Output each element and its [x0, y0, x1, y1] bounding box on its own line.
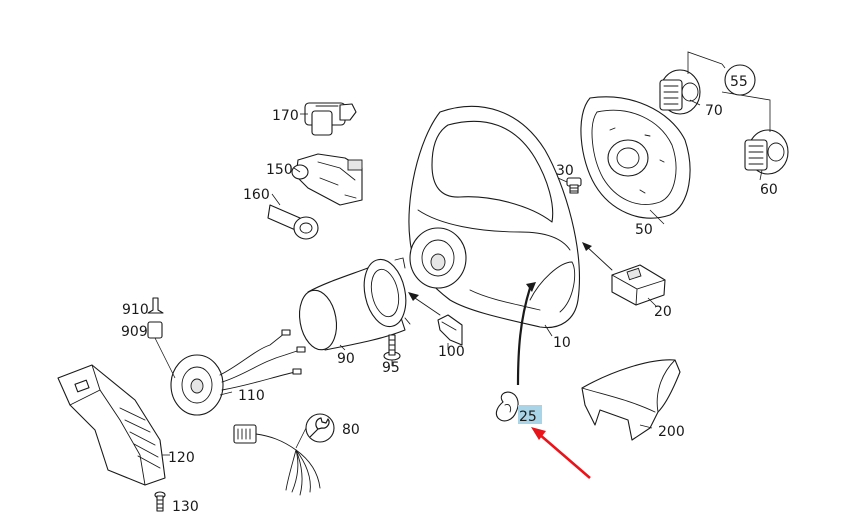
part-60[interactable]: [744, 129, 789, 175]
screw-95-part[interactable]: [383, 334, 401, 361]
arrow-25-head: [526, 282, 536, 292]
label-50[interactable]: 50: [635, 222, 653, 238]
label-10[interactable]: 10: [553, 335, 571, 351]
label-100[interactable]: 100: [438, 344, 465, 360]
arrow-20-line: [584, 244, 613, 271]
clip-100-part[interactable]: [437, 314, 463, 346]
housing-120-part[interactable]: [57, 364, 166, 486]
label-160[interactable]: 160: [243, 187, 270, 203]
arrow-100-line: [411, 295, 441, 316]
lever-170-part[interactable]: [304, 102, 357, 136]
part-909[interactable]: [147, 321, 176, 379]
part-70[interactable]: [659, 69, 701, 115]
label-25[interactable]: 25: [519, 409, 537, 425]
leader-lines: [162, 99, 763, 456]
label-170[interactable]: 170: [272, 108, 299, 124]
red-pointer-arrow-head: [531, 427, 546, 440]
wrench-icon: [295, 413, 335, 449]
label-90[interactable]: 90: [337, 351, 355, 367]
label-120[interactable]: 120: [168, 450, 195, 466]
screw-30-part[interactable]: [566, 177, 582, 194]
group-55-badge: [724, 64, 756, 96]
label-70[interactable]: 70: [705, 103, 723, 119]
cover-90-part[interactable]: [295, 256, 412, 353]
label-55[interactable]: 55: [730, 74, 748, 90]
part-25[interactable]: [495, 391, 519, 422]
label-80[interactable]: 80: [342, 422, 360, 438]
label-110[interactable]: 110: [238, 388, 265, 404]
screw-130-part[interactable]: [154, 491, 166, 512]
switch-150-part[interactable]: [291, 153, 363, 206]
label-130[interactable]: 130: [172, 499, 199, 515]
label-95[interactable]: 95: [382, 360, 400, 376]
sleeve-160-part[interactable]: [267, 204, 319, 240]
label-909[interactable]: 909: [121, 324, 148, 340]
switch-20-part[interactable]: [611, 264, 666, 306]
label-60[interactable]: 60: [760, 182, 778, 198]
steering-wheel-part[interactable]: [408, 105, 580, 329]
highlight-25: [518, 405, 542, 424]
label-150[interactable]: 150: [266, 162, 293, 178]
airbag-module-part[interactable]: [580, 96, 691, 219]
arrow-25-line: [516, 287, 532, 386]
red-pointer-arrow-line: [538, 433, 591, 479]
label-30[interactable]: 30: [556, 163, 574, 179]
label-910[interactable]: 910: [122, 302, 149, 318]
label-20[interactable]: 20: [654, 304, 672, 320]
label-200[interactable]: 200: [658, 424, 685, 440]
cover-200-part[interactable]: [581, 359, 681, 441]
part-910[interactable]: [147, 297, 164, 314]
arrow-20-head: [582, 242, 592, 251]
arrow-100-head: [408, 292, 419, 301]
clock-spring-110-part[interactable]: [170, 329, 306, 416]
wiring-harness-80-part[interactable]: [233, 424, 321, 496]
